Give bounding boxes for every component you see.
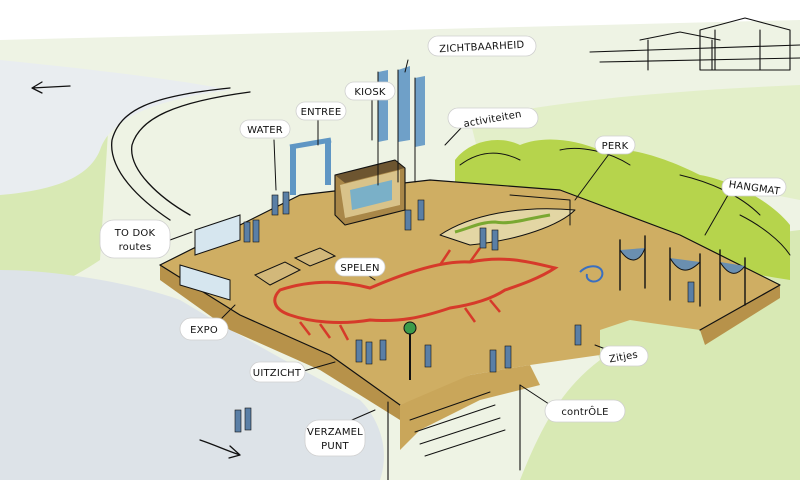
kiosk-building	[334, 159, 406, 226]
deck-platform	[159, 179, 781, 420]
label-spelen: SPELEN	[340, 263, 379, 274]
blue-swirl	[579, 265, 604, 283]
label-to-dok-routes-2: routes	[119, 242, 152, 253]
label-zitjes: Zitjes	[608, 350, 638, 366]
river	[0, 270, 384, 480]
label-verzamelpunt-2: PUNT	[321, 441, 349, 452]
crocodile-play-area	[273, 247, 559, 341]
perk-planter	[439, 194, 576, 246]
stairs	[387, 365, 540, 480]
road-edge	[131, 91, 251, 216]
entree-arch	[289, 137, 332, 195]
hammocks	[619, 235, 746, 307]
arrow-top-left	[31, 81, 71, 94]
label-kiosk: KIOSK	[354, 87, 386, 98]
expo-panels	[179, 214, 241, 301]
viewpoint-post	[403, 321, 417, 380]
label-controle: contrÔLE	[561, 405, 608, 418]
river-top	[0, 60, 230, 195]
label-expo: EXPO	[190, 325, 218, 336]
arrow-bottom-left	[199, 439, 241, 459]
play-blocks	[253, 247, 337, 286]
label-verzamelpunt-1: VERZAMEL	[307, 427, 363, 438]
label-entree: ENTREE	[301, 107, 342, 118]
distant-buildings	[589, 17, 800, 71]
label-zichtbaarheid: ZICHTBAARHEID	[439, 40, 525, 55]
label-bubbles	[99, 35, 787, 457]
people	[234, 191, 695, 433]
label-to-dok-routes-1: TO DOK	[114, 228, 156, 239]
label-water: WATER	[247, 125, 283, 136]
label-uitzicht: UITZICHT	[253, 368, 302, 379]
label-perk: PERK	[602, 141, 629, 152]
road	[111, 87, 231, 221]
